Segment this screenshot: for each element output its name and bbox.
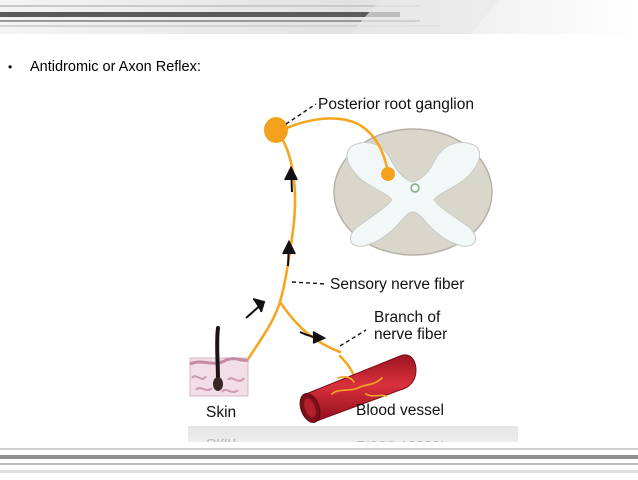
bullet-item: • Antidromic or Axon Reflex: <box>8 59 201 75</box>
vessel-nerve-branches <box>331 376 387 397</box>
posterior-root-ganglion <box>264 117 288 143</box>
slide-heading: Antidromic or Axon Reflex: <box>30 59 201 75</box>
axon-reflex-diagram: Posterior root ganglion Sensory nerve fi… <box>188 96 518 480</box>
skin-illustration <box>189 326 249 397</box>
label-posterior-root-ganglion: Posterior root ganglion <box>318 96 474 113</box>
label-branch-line-2: nerve fiber <box>374 326 447 343</box>
label-sensory-nerve-fiber: Sensory nerve fiber <box>330 276 464 293</box>
blood-vessel <box>299 354 417 423</box>
dorsal-horn-terminal <box>381 167 395 181</box>
leader-lines <box>285 103 367 347</box>
hair-shaft <box>215 326 220 384</box>
sensory-nerve-fiber <box>232 130 297 384</box>
label-branch-line-1: Branch of <box>374 309 441 326</box>
bullet-marker: • <box>8 60 13 74</box>
bottom-decorative-band <box>0 442 638 479</box>
impulse-arrows <box>245 165 327 344</box>
label-blood-vessel: Blood vessel <box>356 402 444 419</box>
top-decorative-band <box>0 0 638 34</box>
label-skin: Skin <box>206 404 236 421</box>
nerve-branch <box>278 300 342 354</box>
central-process <box>276 117 390 174</box>
spinal-cord-cross-section <box>333 128 493 256</box>
